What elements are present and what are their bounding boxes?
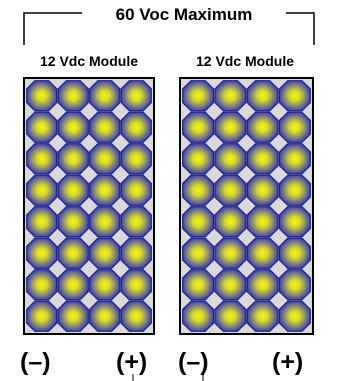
pv-cell (278, 300, 311, 332)
voltage-bracket: 60 Voc Maximum (23, 5, 315, 45)
pv-cell (278, 80, 311, 112)
pv-cell (246, 174, 279, 206)
module-2-positive-terminal: (+) (272, 348, 303, 376)
module-2-cell-grid (182, 80, 311, 332)
pv-cell (214, 174, 247, 206)
pv-cell (57, 143, 89, 175)
pv-cell (89, 269, 121, 301)
pv-cell (26, 143, 58, 175)
pv-cell (120, 300, 152, 332)
pv-cell (89, 80, 121, 112)
pv-cell (26, 237, 58, 269)
pv-cell (182, 143, 215, 175)
pv-cell (89, 111, 121, 143)
pv-cell (26, 206, 58, 238)
pv-cell (26, 269, 58, 301)
pv-cell (278, 206, 311, 238)
pv-cell (57, 206, 89, 238)
pv-cell (246, 111, 279, 143)
pv-cell (246, 80, 279, 112)
pv-cell (214, 237, 247, 269)
pv-cell (120, 174, 152, 206)
pv-cell (182, 237, 215, 269)
bracket-left-arm (23, 12, 82, 45)
pv-cell (26, 300, 58, 332)
pv-cell (89, 143, 121, 175)
pv-cell (57, 237, 89, 269)
pv-cell (26, 174, 58, 206)
pv-cell (120, 143, 152, 175)
module-2-negative-terminal: (–) (178, 348, 209, 376)
pv-cell (246, 269, 279, 301)
module-1-positive-terminal: (+) (116, 348, 147, 376)
pv-cell (182, 111, 215, 143)
pv-cell (278, 174, 311, 206)
pv-cell (278, 111, 311, 143)
pv-cell (278, 143, 311, 175)
pv-cell (120, 269, 152, 301)
pv-cell (214, 300, 247, 332)
module-1-label: 12 Vdc Module (40, 53, 138, 69)
pv-cell (246, 206, 279, 238)
pv-cell (57, 80, 89, 112)
pv-cell (89, 206, 121, 238)
pv-cell (246, 143, 279, 175)
pv-cell (182, 269, 215, 301)
pv-cell (182, 300, 215, 332)
pv-cell (182, 206, 215, 238)
pv-cell (26, 111, 58, 143)
module-1-cell-grid (26, 80, 152, 332)
pv-cell (120, 80, 152, 112)
pv-cell (120, 237, 152, 269)
pv-cell (57, 174, 89, 206)
pv-cell (214, 80, 247, 112)
pv-cell (57, 300, 89, 332)
pv-cell (214, 206, 247, 238)
pv-cell (246, 300, 279, 332)
pv-cell (214, 111, 247, 143)
pv-cell (214, 143, 247, 175)
pv-cell (120, 206, 152, 238)
pv-cell (182, 174, 215, 206)
pv-cell (89, 174, 121, 206)
module-1-negative-terminal: (–) (20, 348, 51, 376)
pv-cell (278, 269, 311, 301)
pv-cell (89, 300, 121, 332)
pv-cell (182, 80, 215, 112)
pv-cell (89, 237, 121, 269)
pv-cell (57, 111, 89, 143)
solar-module-2: 12 Vdc Module (–) (+) (178, 53, 314, 381)
bracket-title: 60 Voc Maximum (116, 5, 253, 24)
solar-module-1: 12 Vdc Module (–) (+) (20, 53, 155, 381)
pv-cell (246, 237, 279, 269)
pv-cell (214, 269, 247, 301)
pv-cell (26, 80, 58, 112)
bracket-right-arm (286, 12, 315, 45)
pv-cell (278, 237, 311, 269)
module-2-label: 12 Vdc Module (196, 53, 294, 69)
pv-cell (120, 111, 152, 143)
pv-cell (57, 269, 89, 301)
